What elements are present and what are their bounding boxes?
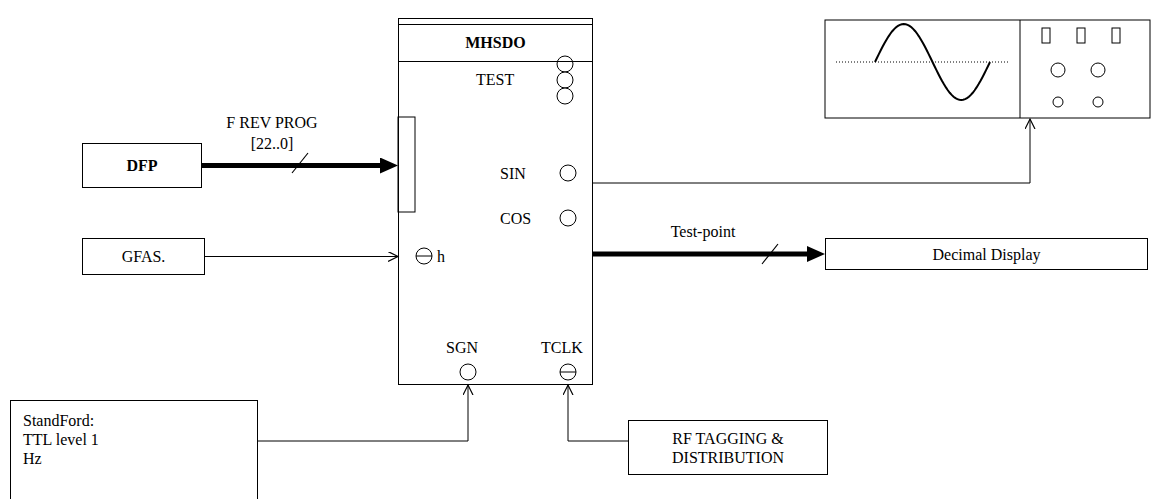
box-label: StandFord: TTL level 1 Hz [23, 411, 111, 468]
signal-name: COS [500, 209, 531, 228]
source-box: GFAS. [82, 238, 205, 275]
signal-name: TEST [476, 70, 514, 89]
bus-arrow [202, 163, 380, 168]
bus-label: Test-point [658, 221, 748, 242]
signal-wire [568, 385, 628, 441]
signal-name: SGN [446, 338, 478, 357]
sin-jack [560, 165, 576, 181]
box-label: GFAS. [122, 247, 166, 266]
sgn-jack [460, 364, 476, 380]
test-jacks [557, 56, 573, 104]
box-label: DFP [126, 156, 157, 175]
source-box: DFP [82, 143, 202, 188]
cos-jack [560, 210, 576, 226]
bus-connector [398, 117, 415, 212]
box-label: Decimal Display [933, 245, 1041, 264]
signal-name: TCLK [541, 338, 583, 357]
signal-name: h [437, 247, 445, 266]
signal-wire [258, 385, 468, 441]
bus-arrow [593, 252, 807, 257]
signal-name: SIN [500, 164, 526, 183]
scope-wire [593, 119, 1030, 183]
h-connector [416, 248, 432, 264]
module-title: MHSDO [399, 24, 592, 62]
display-box: Decimal Display [825, 238, 1148, 270]
box-label: RF TAGGING & DISTRIBUTION [637, 429, 819, 467]
tclk-connector [560, 364, 576, 380]
generator-box: StandFord: TTL level 1 Hz [10, 400, 258, 499]
bus-label: F REV PROG [22..0] [216, 112, 328, 154]
oscilloscope-symbol [825, 20, 1150, 118]
signal-wire [205, 256, 398, 257]
distribution-box: RF TAGGING & DISTRIBUTION [628, 420, 828, 475]
